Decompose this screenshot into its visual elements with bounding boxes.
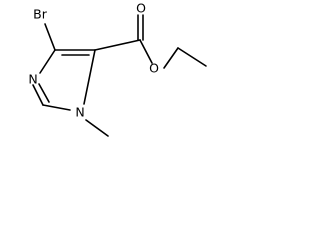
ester-oxygen-label: O	[149, 61, 159, 76]
bond-carbonyl-ester-o	[139, 39, 153, 64]
bonds	[32, 14, 207, 137]
bond-ch2-ch3	[177, 47, 207, 67]
carbonyl-oxygen-label: O	[136, 1, 146, 16]
atom-labels: Br N N O O	[28, 1, 159, 120]
ring-nitrogen-n3-label: N	[28, 72, 37, 87]
bond-n1-methyl	[85, 119, 109, 137]
bond-n3-c2	[32, 84, 44, 106]
molecule-structure: Br N N O O	[28, 1, 207, 137]
bond-c2-n1	[42, 104, 71, 111]
bromine-label: Br	[33, 7, 48, 22]
bond-c5-carbonyl	[94, 39, 141, 51]
bond-n3-c2-double	[38, 83, 50, 103]
bond-ester-o-ch2	[163, 47, 179, 69]
bond-c4-n3	[39, 49, 56, 74]
bond-c4-br	[44, 23, 56, 51]
bond-n1-c5	[83, 49, 96, 105]
ring-nitrogen-n1-label: N	[75, 105, 84, 120]
